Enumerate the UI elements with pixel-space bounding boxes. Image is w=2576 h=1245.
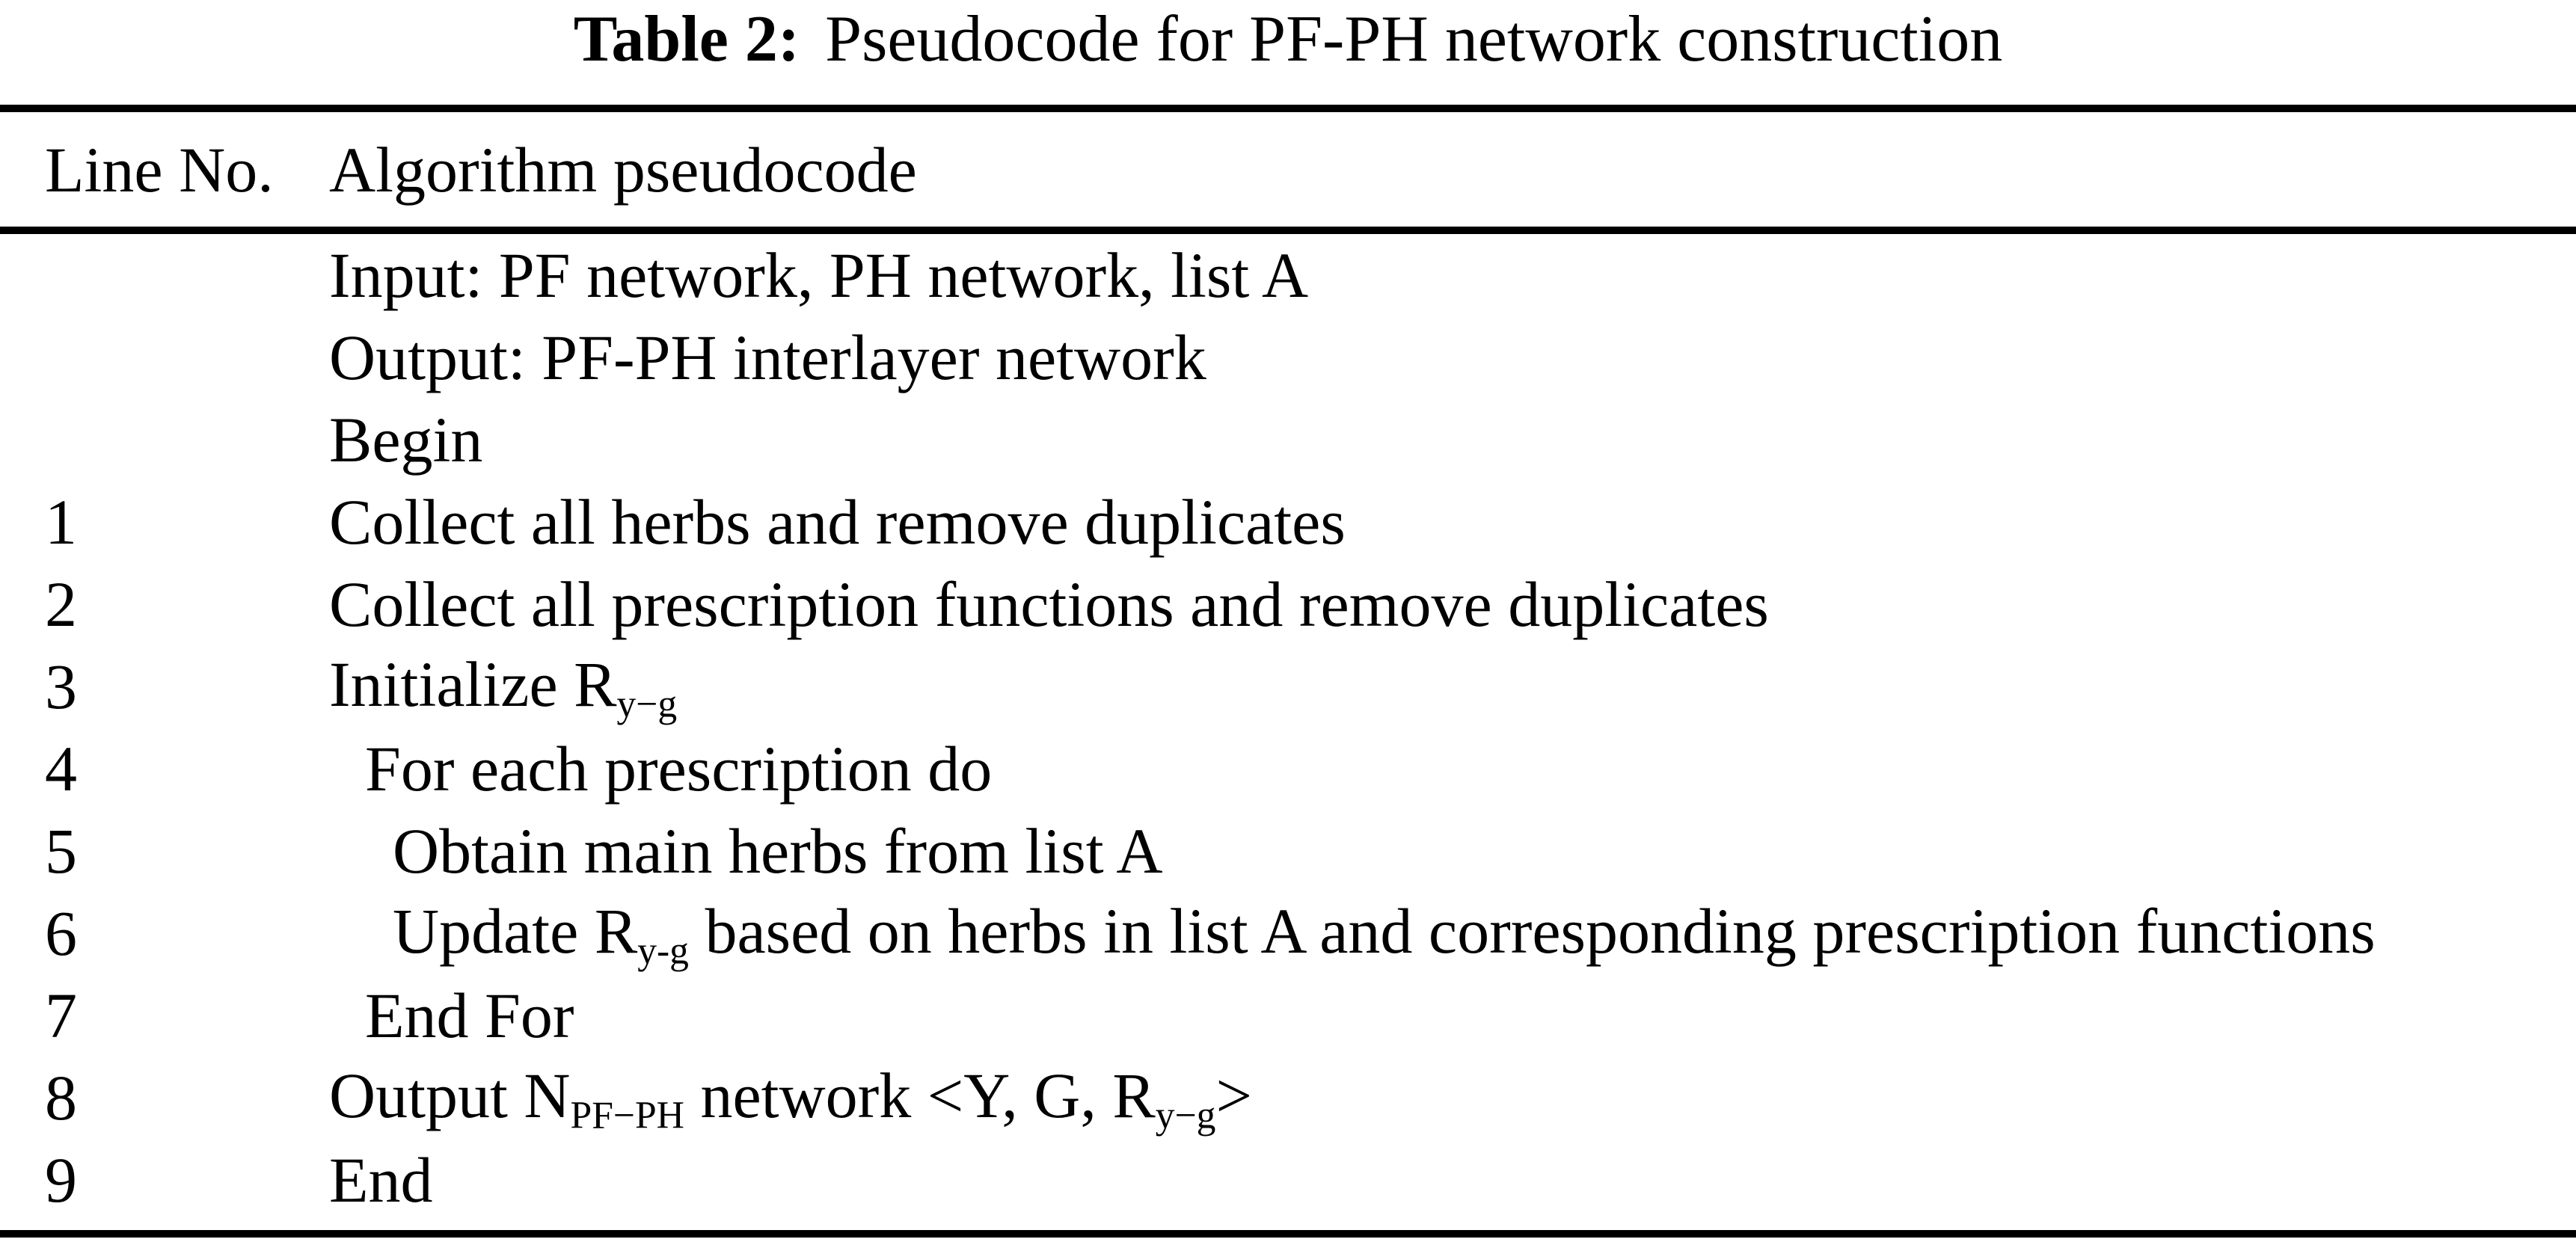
bottom-rule: [0, 1230, 2576, 1238]
line-number-cell: 8: [45, 1062, 77, 1134]
line-number-cell: 5: [45, 815, 77, 887]
pseudocode-text: Collect all prescription functions and r…: [329, 568, 1769, 640]
subscript-text: y−g: [1155, 1094, 1216, 1137]
table-caption: Table 2: Pseudocode for PF-PH network co…: [0, 0, 2576, 78]
line-number-cell: 2: [45, 568, 77, 640]
table-row: Output: PF-PH interlayer network: [0, 316, 2576, 399]
table-row: 2 Collect all prescription functions and …: [0, 563, 2576, 645]
table-row: 5 Obtain main herbs from list A: [0, 810, 2576, 892]
line-number-cell: 1: [45, 486, 77, 558]
top-rule: [0, 105, 2576, 112]
pseudocode-cell: Collect all herbs and remove duplicates: [329, 485, 2576, 559]
table-row: 6 Update Ry-g based on herbs in list A an…: [0, 892, 2576, 974]
table-body: Input: PF network, PH network, list A Out…: [0, 234, 2576, 1221]
pseudocode-cell: Update Ry-g based on herbs in list A and…: [329, 894, 2576, 973]
pseudocode-text: Update R: [393, 894, 638, 967]
caption-label: Table 2:: [573, 2, 800, 76]
header-rule: [0, 227, 2576, 234]
table-row: 4 For each prescription do: [0, 728, 2576, 810]
pseudocode-cell: For each prescription do: [329, 731, 2576, 806]
pseudocode-cell: Begin: [329, 402, 2576, 477]
subscript-text: PF−PH: [570, 1094, 684, 1137]
table-header-row: Line No. Algorithm pseudocode: [0, 112, 2576, 227]
pseudocode-text: Obtain main herbs from list A: [393, 815, 1163, 887]
pseudocode-cell: Output NPF−PH network <Y, G, Ry−g>: [329, 1058, 2576, 1137]
pseudocode-text: Output: PF-PH interlayer network: [329, 322, 1206, 393]
line-number-cell: 7: [45, 980, 77, 1051]
pseudocode-text: Collect all herbs and remove duplicates: [329, 486, 1346, 558]
table-row: Begin: [0, 399, 2576, 481]
pseudocode-text: network <Y, G, R: [684, 1059, 1156, 1131]
line-number-cell: 4: [45, 733, 77, 805]
table-row: 3 Initialize Ry−g: [0, 645, 2576, 728]
pseudocode-cell: Obtain main herbs from list A: [329, 814, 2576, 888]
pseudocode-text: Begin: [329, 404, 483, 476]
pseudocode-text: Initialize R: [329, 648, 617, 720]
line-number-cell: 6: [45, 897, 77, 969]
table-row: 9 End: [0, 1139, 2576, 1221]
pseudocode-cell: Initialize Ry−g: [329, 647, 2576, 726]
table-row: 8 Output NPF−PH network <Y, G, Ry−g>: [0, 1057, 2576, 1139]
table-row: 1 Collect all herbs and remove duplicates: [0, 481, 2576, 563]
pseudocode-text: For each prescription do: [365, 733, 993, 805]
pseudocode-cell: Output: PF-PH interlayer network: [329, 320, 2576, 395]
pseudocode-text: End For: [365, 980, 574, 1051]
table-row: Input: PF network, PH network, list A: [0, 234, 2576, 316]
pseudocode-text: based on herbs in list A and correspondi…: [688, 894, 2376, 967]
pseudocode-text: End: [329, 1144, 433, 1216]
pseudocode-cell: End For: [329, 978, 2576, 1053]
pseudocode-cell: End: [329, 1143, 2576, 1217]
caption-text: Pseudocode for PF-PH network constructio…: [825, 2, 2003, 76]
line-number-cell: 3: [45, 651, 77, 722]
pseudocode-text: Input: PF network, PH network, list A: [329, 239, 1309, 311]
pseudocode-text: Output N: [329, 1059, 571, 1131]
pseudocode-cell: Collect all prescription functions and r…: [329, 567, 2576, 642]
subscript-text: y−g: [616, 683, 678, 726]
pseudocode-cell: Input: PF network, PH network, list A: [329, 238, 2576, 313]
subscript-text: y-g: [637, 929, 689, 973]
pseudocode-text: >: [1215, 1059, 1252, 1131]
line-number-cell: 9: [45, 1144, 77, 1216]
table-row: 7 End For: [0, 974, 2576, 1057]
column-header-line-no: Line No.: [45, 133, 274, 206]
column-header-pseudocode: Algorithm pseudocode: [329, 133, 917, 206]
